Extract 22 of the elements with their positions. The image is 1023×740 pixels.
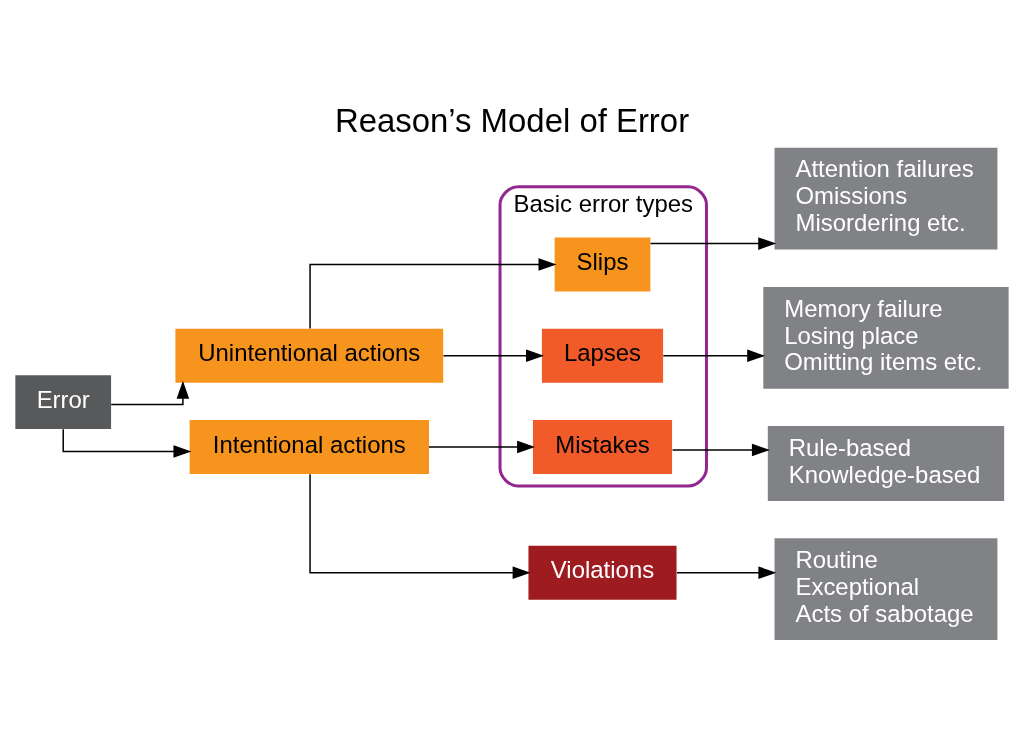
node-box: Unintentional actions bbox=[174, 328, 443, 383]
arrow bbox=[308, 473, 531, 579]
arrow bbox=[109, 380, 189, 406]
arrow bbox=[427, 440, 535, 454]
node-box: Routine Exceptional Acts of sabotage bbox=[774, 538, 997, 640]
node-box: Attention failures Omissions Misordering etc. bbox=[774, 147, 997, 250]
node-box: Lapses bbox=[541, 328, 663, 383]
arrow bbox=[442, 349, 544, 363]
arrow bbox=[671, 443, 770, 457]
node-box: Error bbox=[14, 375, 111, 430]
node-box: Intentional actions bbox=[189, 420, 429, 474]
node-box: Mistakes bbox=[532, 420, 672, 474]
node-box: Memory failure Losing place Omitting items etc. bbox=[762, 287, 1009, 389]
arrow bbox=[61, 428, 191, 458]
arrow bbox=[662, 349, 765, 363]
diagram-title: Reason’s Model of Error bbox=[334, 102, 689, 140]
arrow bbox=[649, 237, 776, 250]
node-box: Rule-based Knowledge-based bbox=[767, 426, 1004, 501]
arrow bbox=[308, 258, 556, 330]
node-box: Violations bbox=[527, 545, 677, 600]
node-box: Slips bbox=[554, 237, 650, 292]
arrow bbox=[675, 566, 776, 579]
